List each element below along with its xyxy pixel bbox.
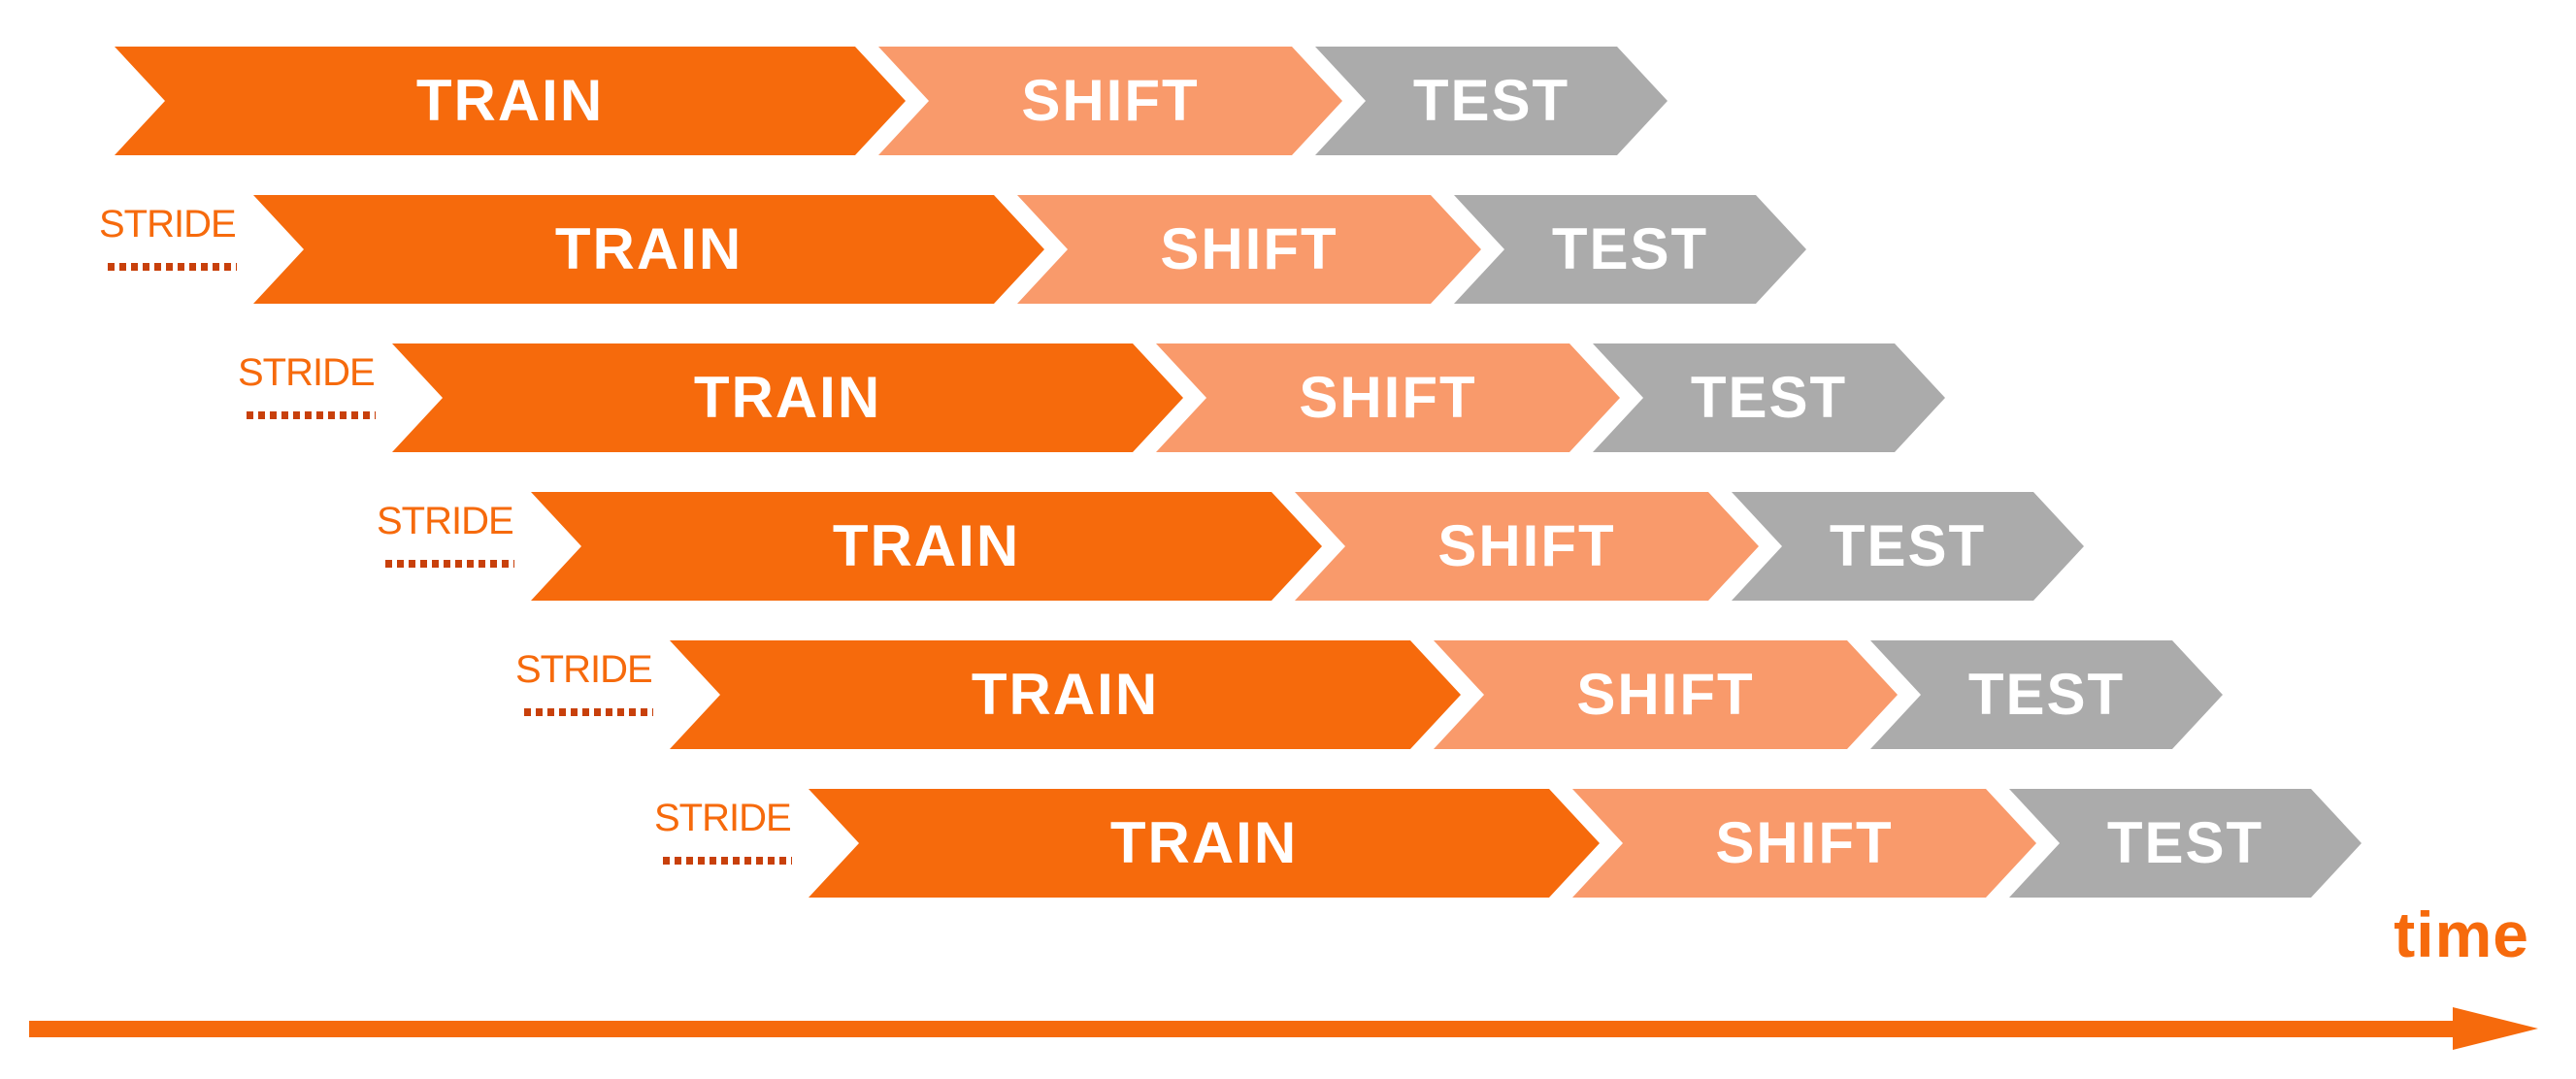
train-segment: TRAIN [115, 47, 906, 155]
shift-label: SHIFT [1437, 513, 1616, 578]
test-label: TEST [1551, 216, 1709, 281]
cv-window-row-6: STRIDE TRAIN SHIFT TEST [654, 789, 2361, 898]
shift-segment: SHIFT [1295, 492, 1759, 601]
shift-label: SHIFT [1021, 68, 1200, 133]
stride-label: STRIDE [238, 351, 376, 394]
shift-segment: SHIFT [1434, 640, 1898, 749]
test-segment: TEST [1870, 640, 2223, 749]
stride-label: STRIDE [515, 648, 653, 691]
test-label: TEST [1690, 365, 1848, 430]
stride-dotted-line [385, 560, 514, 568]
test-segment: TEST [2009, 789, 2361, 898]
test-segment: TEST [1315, 47, 1668, 155]
train-label: TRAIN [554, 216, 743, 281]
cv-window-row-5: STRIDE TRAIN SHIFT TEST [515, 640, 2223, 749]
shift-segment: SHIFT [1572, 789, 2036, 898]
train-label: TRAIN [693, 365, 882, 430]
shift-label: SHIFT [1299, 365, 1477, 430]
time-axis-arrowhead-icon [2453, 1007, 2538, 1050]
stride-annotation: STRIDE [99, 203, 237, 271]
cv-window-row-4: STRIDE TRAIN SHIFT TEST [377, 492, 2084, 601]
cv-window-row-1: TRAIN SHIFT TEST [115, 47, 1668, 155]
train-segment: TRAIN [809, 789, 1600, 898]
stride-dotted-line [247, 411, 376, 419]
time-axis-arrow [29, 1021, 2455, 1037]
shift-label: SHIFT [1160, 216, 1338, 281]
train-label: TRAIN [971, 662, 1160, 727]
shift-segment: SHIFT [1156, 343, 1620, 452]
stride-label: STRIDE [99, 203, 237, 245]
stride-label: STRIDE [377, 500, 514, 542]
test-segment: TEST [1454, 195, 1806, 304]
test-label: TEST [1829, 513, 1987, 578]
train-segment: TRAIN [392, 343, 1183, 452]
shift-segment: SHIFT [878, 47, 1342, 155]
train-segment: TRAIN [670, 640, 1461, 749]
stride-annotation: STRIDE [377, 500, 514, 568]
cv-window-row-3: STRIDE TRAIN SHIFT TEST [238, 343, 1945, 452]
stride-annotation: STRIDE [654, 797, 792, 865]
stride-dotted-line [663, 857, 792, 865]
train-label: TRAIN [832, 513, 1021, 578]
train-label: TRAIN [1109, 810, 1299, 875]
shift-label: SHIFT [1715, 810, 1894, 875]
test-segment: TEST [1593, 343, 1945, 452]
test-segment: TEST [1732, 492, 2084, 601]
test-label: TEST [1412, 68, 1570, 133]
shift-segment: SHIFT [1017, 195, 1481, 304]
test-label: TEST [1967, 662, 2126, 727]
stride-annotation: STRIDE [238, 351, 376, 419]
train-label: TRAIN [415, 68, 605, 133]
stride-dotted-line [524, 708, 653, 716]
shift-label: SHIFT [1576, 662, 1755, 727]
stride-label: STRIDE [654, 797, 792, 839]
test-label: TEST [2106, 810, 2264, 875]
stride-dotted-line [108, 263, 237, 271]
time-axis-label: time [2394, 899, 2529, 970]
cv-window-row-2: STRIDE TRAIN SHIFT TEST [99, 195, 1806, 304]
stride-annotation: STRIDE [515, 648, 653, 716]
train-segment: TRAIN [253, 195, 1044, 304]
train-segment: TRAIN [531, 492, 1322, 601]
